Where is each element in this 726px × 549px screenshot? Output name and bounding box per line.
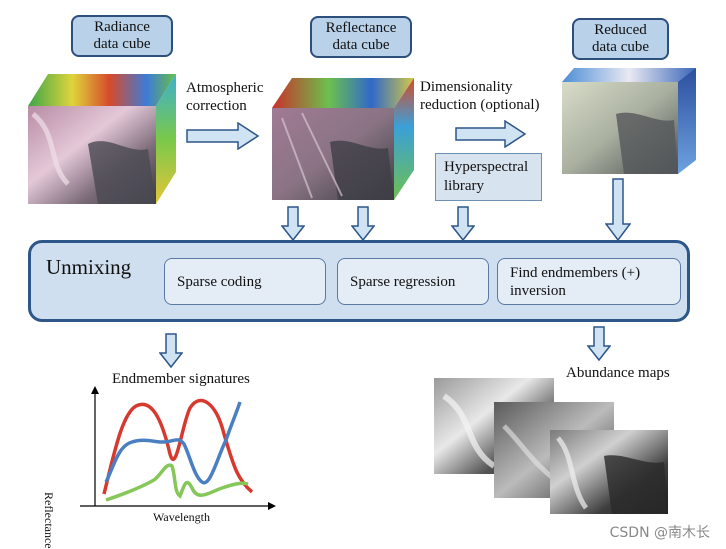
sparse-regression-label: Sparse regression: [350, 273, 456, 290]
reflectance-cube-label: Reflectance data cube: [310, 16, 412, 58]
down-arrow-icon: [159, 333, 183, 369]
find-endmembers-box: Find endmembers (+) inversion: [497, 258, 681, 305]
cube-top: [272, 78, 414, 108]
reflectance-label-line2: data cube: [332, 37, 390, 53]
dimensionality-arrow-icon: [455, 120, 527, 148]
reduced-label-line2: data cube: [591, 39, 650, 55]
cube-front-texture: [31, 112, 70, 186]
dimensionality-step-line1: Dimensionality: [420, 79, 513, 95]
unmixing-title: Unmixing: [46, 255, 132, 279]
down-arrow-icon: [451, 206, 475, 242]
cube-top: [28, 74, 176, 106]
radiance-data-cube: [28, 74, 176, 204]
hyperspectral-library-box: Hyperspectral library: [435, 153, 542, 201]
cube-front-texture: [616, 112, 678, 174]
reduced-label-line1: Reduced: [594, 22, 647, 38]
green-signature-curve: [105, 463, 249, 502]
x-axis-arrow-icon: [268, 502, 276, 510]
reflectance-label-line1: Reflectance: [325, 20, 397, 36]
down-arrow-icon: [605, 178, 631, 242]
abundance-map-texture: [556, 436, 589, 510]
reduced-cube-label: Reduced data cube: [572, 18, 669, 60]
radiance-cube-label: Radiance data cube: [71, 15, 173, 57]
reduced-data-cube: [562, 68, 696, 174]
find-endmembers-line2: inversion: [510, 282, 566, 299]
atmospheric-step-line1: Atmospheric: [186, 80, 264, 96]
find-endmembers-line1: Find endmembers (+): [510, 264, 641, 281]
library-line2: library: [444, 178, 484, 194]
cube-side: [394, 78, 414, 200]
reflectance-data-cube: [272, 78, 414, 200]
signatures-title: Endmember signatures: [112, 371, 250, 387]
blue-signature-curve: [104, 401, 242, 485]
sparse-coding-label: Sparse coding: [177, 273, 262, 290]
abundance-map-texture: [604, 455, 668, 514]
cube-side: [678, 68, 696, 174]
cube-front-texture: [330, 140, 394, 200]
radiance-label-line1: Radiance: [94, 19, 150, 35]
sparse-coding-box: Sparse coding: [164, 258, 326, 305]
radiance-label-line2: data cube: [93, 36, 151, 52]
abundance-maps: [434, 378, 668, 514]
atmospheric-step-line2: correction: [186, 98, 247, 114]
atmospheric-arrow-icon: [186, 122, 260, 150]
dimensionality-step-line2: reduction (optional): [420, 97, 540, 113]
endmember-signatures-plot: [80, 386, 276, 510]
sparse-regression-box: Sparse regression: [337, 258, 489, 305]
y-axis-arrow-icon: [91, 386, 99, 394]
cube-top: [562, 68, 696, 82]
down-arrow-icon: [281, 206, 305, 242]
watermark: CSDN @南木长: [609, 525, 710, 541]
y-axis-label: Reflectance: [42, 492, 56, 549]
cube-side: [156, 74, 176, 204]
abundance-map-texture: [442, 393, 496, 469]
library-line1: Hyperspectral: [444, 159, 529, 175]
cube-front-texture: [281, 112, 343, 199]
down-arrow-icon: [351, 206, 375, 242]
cube-front-texture: [88, 141, 156, 204]
down-arrow-icon: [587, 326, 611, 362]
x-axis-label: Wavelength: [153, 510, 211, 524]
abundance-title: Abundance maps: [566, 365, 670, 381]
red-signature-curve: [102, 398, 254, 495]
